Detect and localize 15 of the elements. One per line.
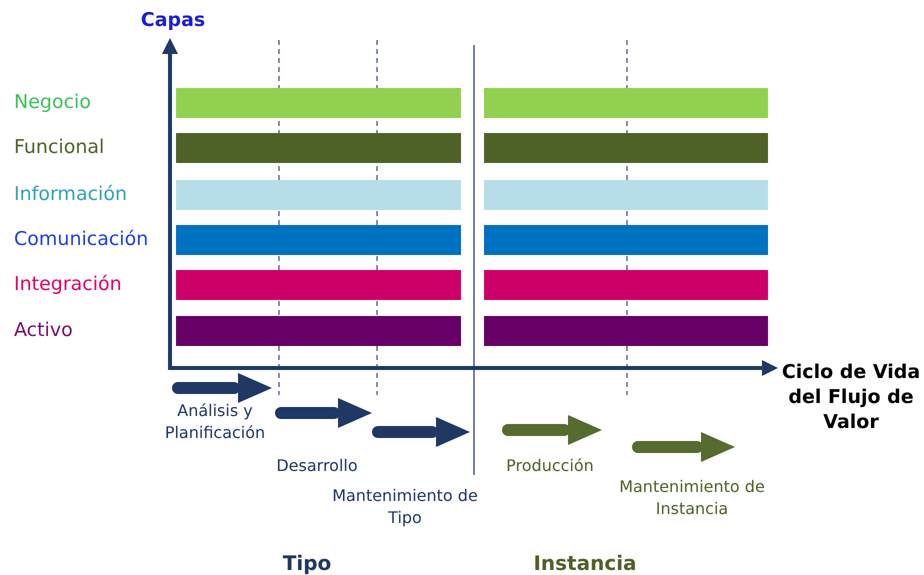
layer-name: Funcional [14,136,104,158]
section-label: Tipo [282,550,332,575]
layer-name: Activo [14,319,73,341]
phase-label: Análisis y Planificación [164,400,266,444]
layer-name: Comunicación [14,228,148,250]
axis-title: Capas [140,8,206,33]
phase-label: Producción [505,455,595,477]
layer-name: Integración [14,273,122,295]
phase-label: Mantenimiento de Tipo [331,485,479,529]
axis-title: Ciclo de Vida del Flujo de Valor [780,360,922,435]
layer-name: Negocio [14,91,91,113]
layer-name: Información [14,183,127,205]
section-label: Instancia [532,550,638,575]
phase-label: Mantenimiento de Instancia [618,476,766,520]
phase-label: Desarrollo [275,455,359,477]
